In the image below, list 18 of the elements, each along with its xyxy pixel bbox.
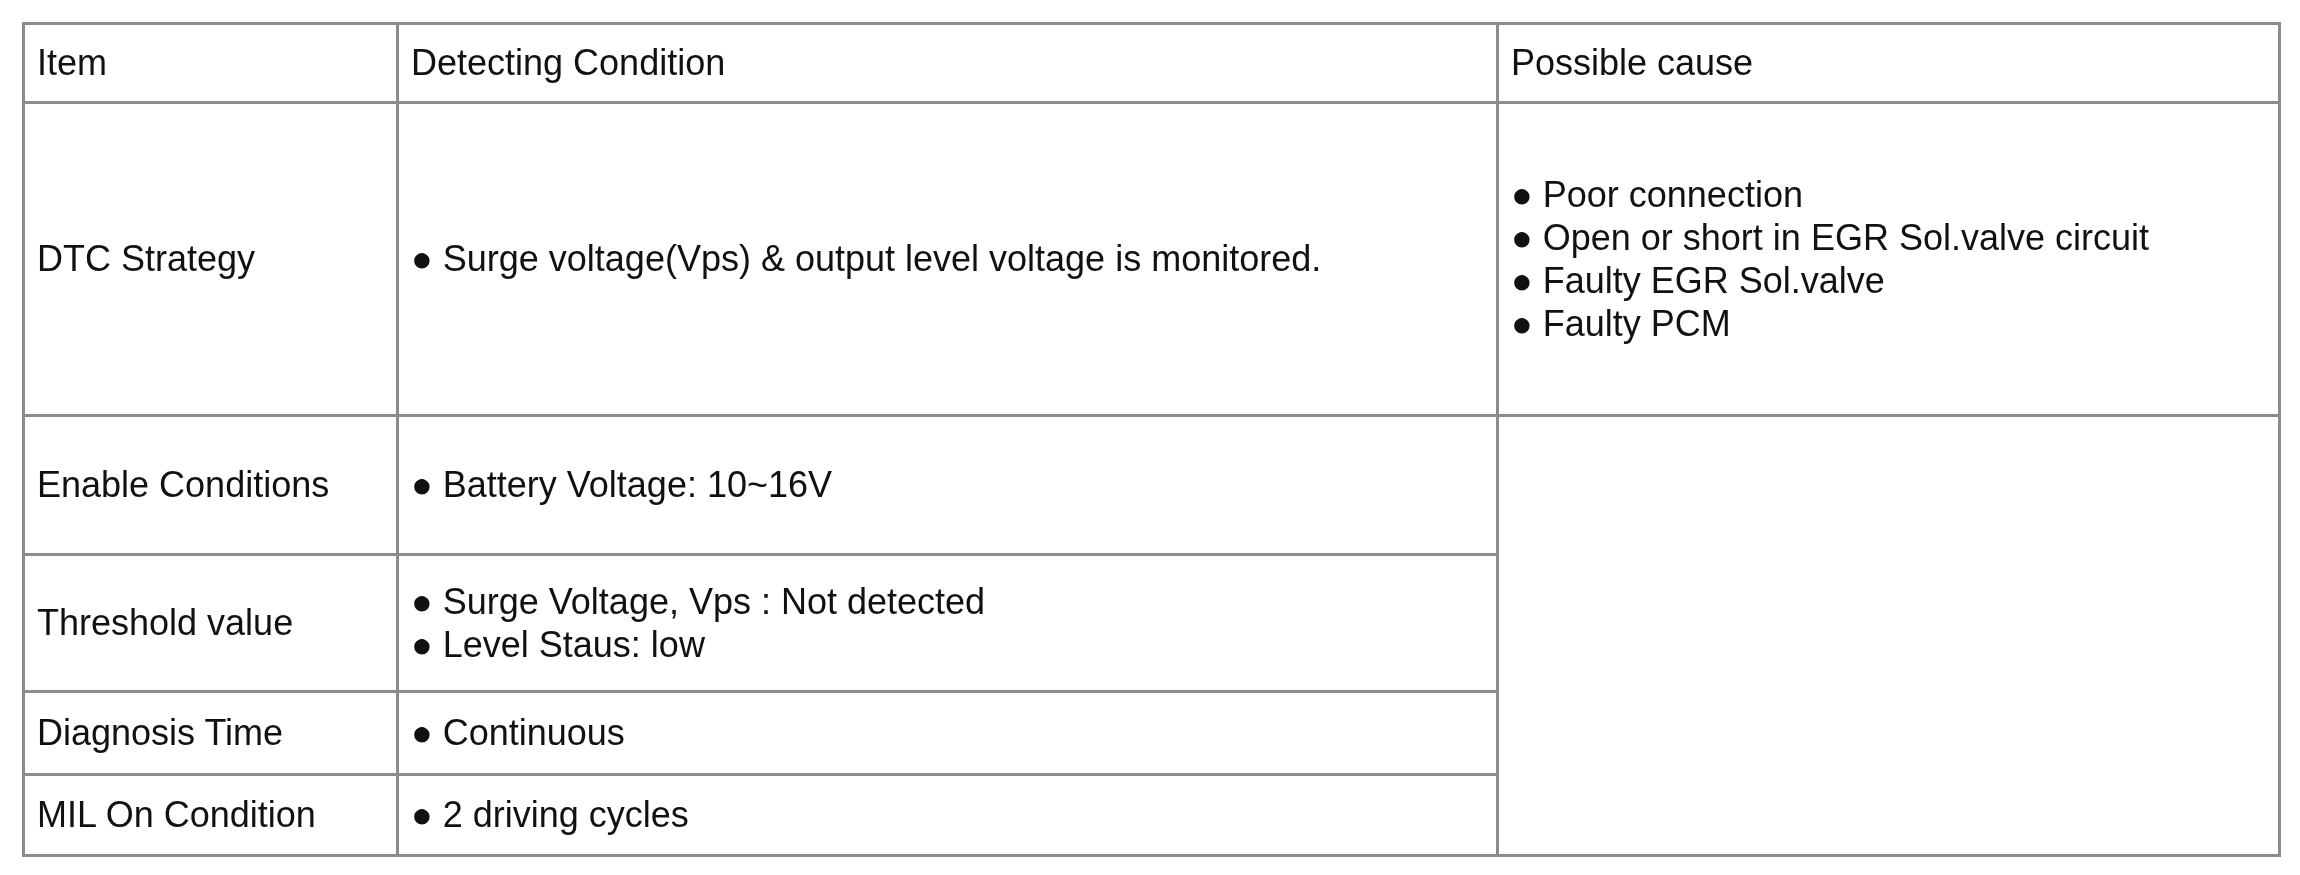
cell-text: ● Surge voltage(Vps) & output level voltage is monitored. (411, 237, 1322, 281)
bullet-item: ● Battery Voltage: 10~16V (411, 463, 833, 507)
bullet-item: ● Poor connection (1511, 172, 1803, 216)
column-header: Detecting Condition (411, 41, 726, 85)
row-header: MIL On Condition (37, 793, 316, 837)
row-header: DTC Strategy (37, 237, 256, 281)
bullet-item: ● Faulty PCM (1511, 302, 1731, 346)
bullet-item: ● Open or short in EGR Sol.valve circuit (1511, 215, 2149, 259)
row-header: Diagnosis Time (37, 711, 284, 755)
bullet-item: ● Faulty EGR Sol.valve (1511, 259, 1885, 303)
row-header: Threshold value (37, 601, 294, 645)
row-header: Enable Conditions (37, 463, 330, 507)
column-header: Item (37, 41, 107, 85)
bullet-item: ● Surge Voltage, Vps : Not detected (411, 579, 986, 623)
bullet-item: ● 2 driving cycles (411, 793, 689, 837)
column-header: Possible cause (1511, 41, 1754, 85)
bullet-item: ● Continuous (411, 711, 625, 755)
bullet-item: ● Level Staus: low (411, 623, 705, 667)
